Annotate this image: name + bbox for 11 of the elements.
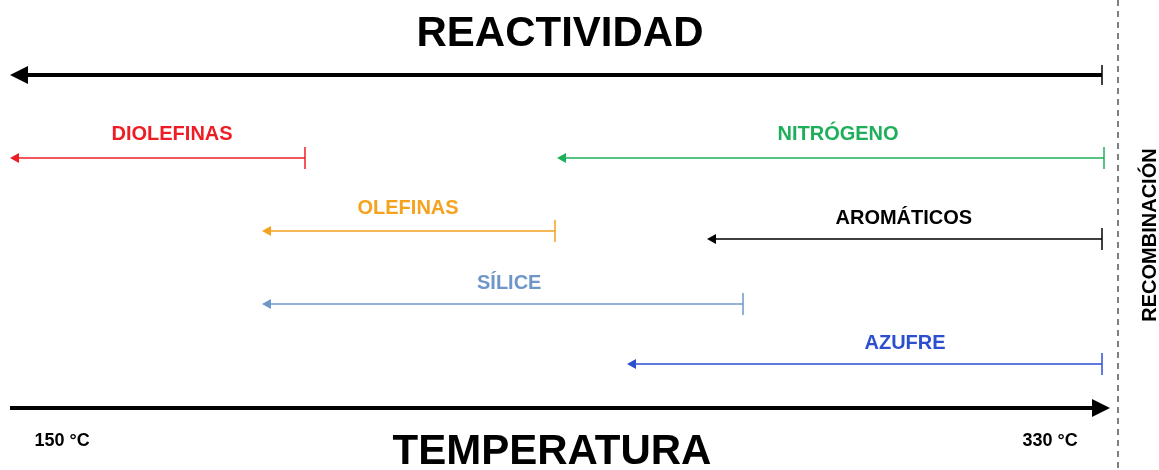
axis-title: TEMPERATURA	[392, 429, 712, 470]
axis-title: REACTIVIDAD	[416, 11, 704, 53]
boundary-label: RECOMBINACIÓN	[1138, 148, 1159, 322]
range-label: AZUFRE	[864, 332, 946, 352]
range-label: NITRÓGENO	[777, 123, 899, 143]
range-label: AROMÁTICOS	[835, 207, 973, 227]
range-label: DIOLEFINAS	[111, 123, 233, 143]
range-label: SÍLICE	[477, 272, 542, 292]
range-label: OLEFINAS	[357, 197, 459, 217]
axis-tick-label: 330 °C	[1022, 431, 1078, 449]
axis-tick-label: 150 °C	[34, 431, 90, 449]
